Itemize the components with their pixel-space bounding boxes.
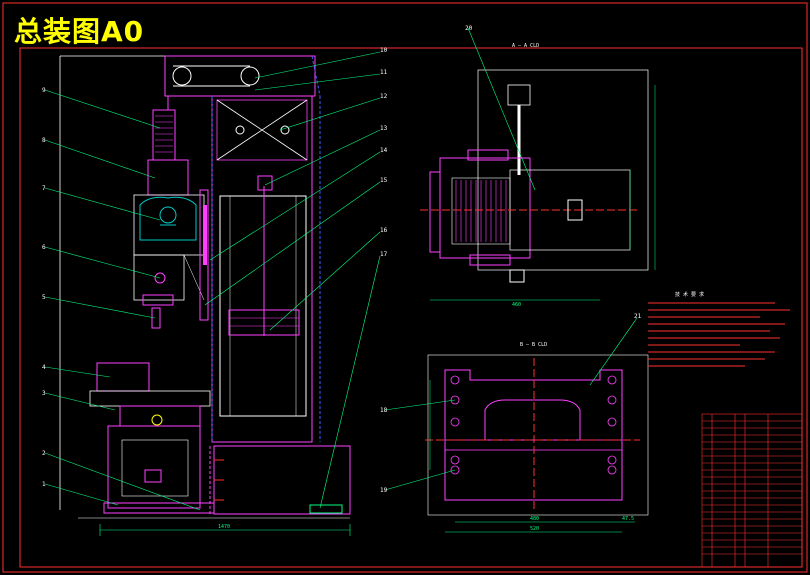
title-block <box>701 413 803 568</box>
part-number-7: 7 <box>42 185 46 192</box>
part-number-8: 8 <box>42 137 46 144</box>
part-number-15: 15 <box>380 177 388 184</box>
part-number-19: 19 <box>380 487 388 494</box>
leaders-plan <box>384 317 638 491</box>
part-number-12: 12 <box>380 93 388 100</box>
drawing-title: 总装图A0 <box>14 15 145 48</box>
part-numbers-right: 10 11 12 13 14 15 16 17 <box>380 47 388 258</box>
part-number-21: 21 <box>634 313 642 320</box>
dimension-bottom-width-2: 520 <box>530 526 539 532</box>
part-number-2: 2 <box>42 450 46 457</box>
part-number-3: 3 <box>42 390 46 397</box>
part-number-13: 13 <box>380 125 388 132</box>
part-number-11: 11 <box>380 69 388 76</box>
part-number-18: 18 <box>380 407 388 414</box>
notes-title: 技 术 要 求 <box>675 291 704 298</box>
part-number-17: 17 <box>380 251 388 258</box>
part-number-1: 1 <box>42 481 46 488</box>
technical-notes <box>648 302 790 367</box>
dimension-overall-width: 1470 <box>218 524 230 530</box>
part-number-5: 5 <box>42 294 46 301</box>
part-number-10: 10 <box>380 47 388 54</box>
leaders-right <box>204 51 381 509</box>
front-view <box>59 55 351 536</box>
part-number-20: 20 <box>465 25 473 32</box>
section-label-bottom: B — B CLD <box>520 342 547 348</box>
part-number-9: 9 <box>42 87 46 94</box>
dimension-top-view-width: 460 <box>512 302 521 308</box>
dimension-bottom-width-1: 480 <box>530 516 539 522</box>
plan-view <box>425 354 649 533</box>
part-numbers-left: 9 8 7 6 5 4 3 2 1 <box>42 87 46 488</box>
part-number-6: 6 <box>42 244 46 251</box>
leaders-left <box>44 89 201 511</box>
part-number-14: 14 <box>380 147 388 154</box>
dimension-bottom-offset: 47.5 <box>622 516 634 522</box>
part-number-4: 4 <box>42 364 46 371</box>
section-label-top: A — A CLD <box>512 43 539 49</box>
part-number-16: 16 <box>380 227 388 234</box>
leader-20 <box>467 27 536 191</box>
top-view <box>420 69 656 301</box>
inner-border <box>19 47 803 568</box>
